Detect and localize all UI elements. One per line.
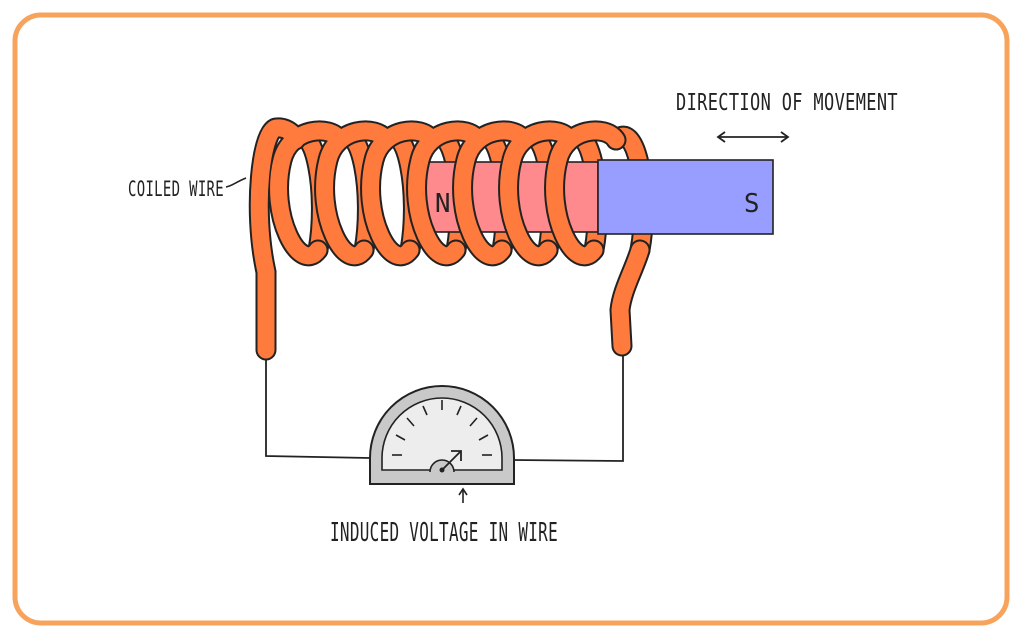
coiled-wire-leader-line <box>225 177 247 188</box>
needle-arrow-head <box>451 450 462 461</box>
voltmeter <box>369 385 515 485</box>
right-circuit-wire <box>512 346 624 462</box>
double-headed-arrow-icon <box>716 131 790 143</box>
meter-face <box>381 397 503 471</box>
needle-arrow-icon <box>441 451 461 471</box>
coil-front <box>248 117 651 361</box>
magnet-south-half <box>597 159 774 235</box>
coiled-wire-label: COILED WIRE <box>128 177 224 201</box>
induced-voltage-label: INDUCED VOLTAGE IN WIRE <box>330 518 558 548</box>
meter-scale-ticks <box>392 400 492 456</box>
left-circuit-wire <box>265 356 371 459</box>
up-arrow-icon <box>458 487 468 503</box>
south-pole-label: S <box>744 189 760 219</box>
direction-of-movement-label: DIRECTION OF MOVEMENT <box>676 90 898 116</box>
north-pole-label: N <box>435 189 451 219</box>
